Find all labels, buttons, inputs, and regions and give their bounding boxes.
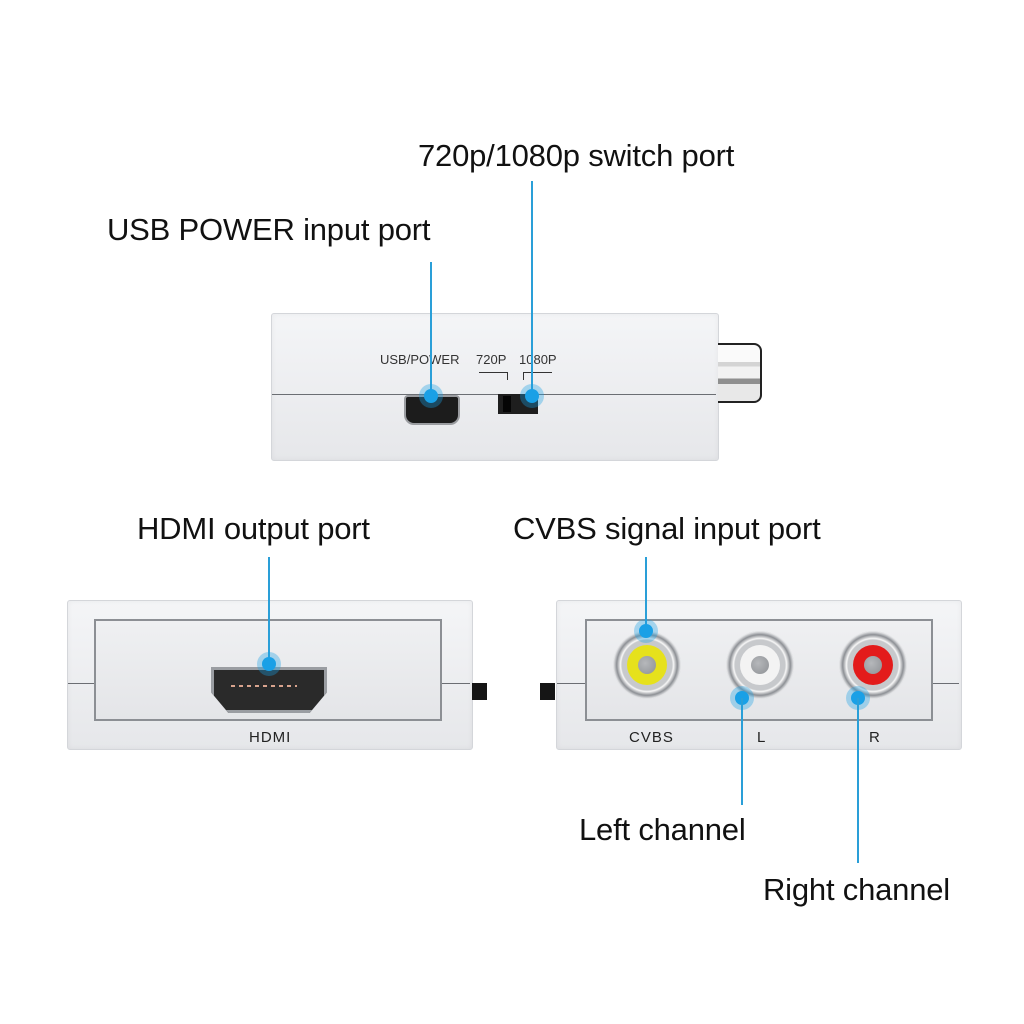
left-port-label: L xyxy=(757,729,767,746)
rca-jack-left xyxy=(726,631,794,699)
callout-line-right xyxy=(857,698,859,863)
callout-line-switch xyxy=(531,181,533,397)
callout-line-cvbs xyxy=(645,557,647,632)
callout-line-hdmi xyxy=(268,557,270,664)
callout-cvbs-input: CVBS signal input port xyxy=(513,511,821,546)
callout-switch-port: 720p/1080p switch port xyxy=(418,138,735,173)
switch-slider[interactable] xyxy=(503,396,511,412)
callout-right-channel: Right channel xyxy=(763,872,950,907)
hdmi-port xyxy=(211,667,327,713)
mode-1080-label: 1080P xyxy=(519,352,557,367)
callout-dot-cvbs xyxy=(639,624,653,638)
callout-left-channel: Left channel xyxy=(579,812,746,847)
callout-dot-hdmi xyxy=(262,657,276,671)
hdmi-port-label: HDMI xyxy=(249,729,292,746)
rca-jack-cvbs xyxy=(613,631,681,699)
rca-pin xyxy=(864,656,882,674)
bracket-1080 xyxy=(523,372,552,380)
right-port-label: R xyxy=(869,729,881,746)
rca-pin xyxy=(638,656,656,674)
callout-line-usb xyxy=(430,262,432,396)
callout-hdmi-output: HDMI output port xyxy=(137,511,370,546)
callout-line-left xyxy=(741,698,743,805)
rca-jack-side xyxy=(718,343,762,403)
rca-jack-right xyxy=(839,631,907,699)
mode-720-label: 720P xyxy=(476,352,507,367)
device-seam xyxy=(272,394,716,395)
cvbs-port-label: CVBS xyxy=(629,729,674,746)
hdmi-pins xyxy=(231,685,297,687)
converter-top-side xyxy=(271,313,719,461)
switch-knob-left xyxy=(540,683,555,700)
switch-knob-right xyxy=(472,683,487,700)
callout-usb-power: USB POWER input port xyxy=(107,212,431,247)
callout-dot-usb xyxy=(424,389,438,403)
rca-pin xyxy=(751,656,769,674)
callout-dot-switch xyxy=(525,389,539,403)
bracket-720 xyxy=(479,372,508,380)
usb-power-label: USB/POWER xyxy=(380,352,460,367)
